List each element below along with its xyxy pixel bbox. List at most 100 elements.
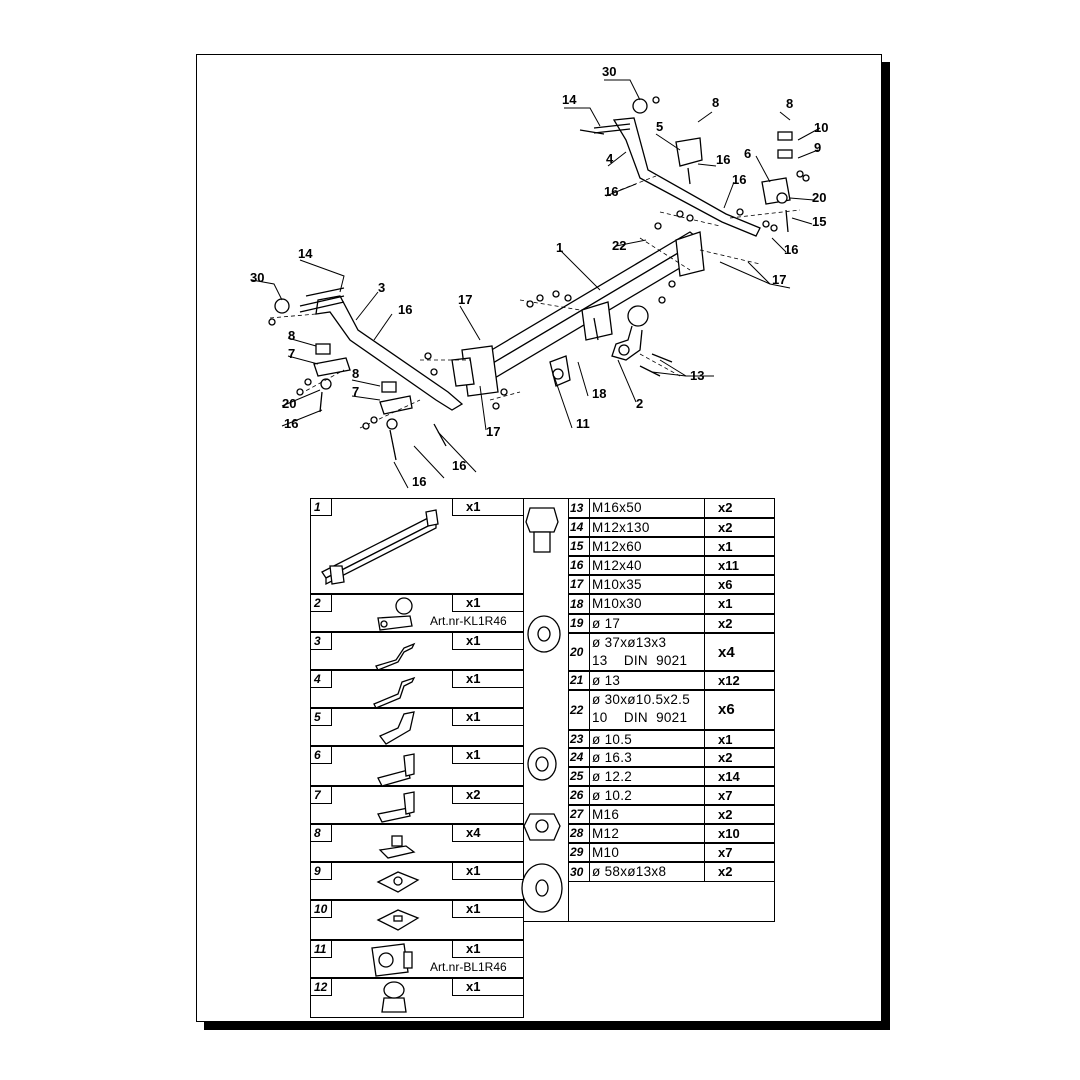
right-row-quantity: x2 (718, 750, 733, 765)
right-row-number: 14 (570, 520, 584, 534)
callout-13: 13 (690, 368, 704, 383)
right-row-qty-box (704, 575, 775, 594)
right-row-number: 29 (570, 845, 584, 859)
right-row-qty-box (704, 843, 775, 862)
hardware-bits (268, 96, 810, 461)
left-row-number-box (310, 746, 332, 764)
right-row-quantity: x2 (718, 520, 733, 535)
right-row-quantity: x6 (718, 701, 735, 718)
right-row-qty-box (704, 862, 775, 882)
right-row-description: M12x60 (592, 539, 642, 554)
left-row-qty-box (452, 594, 524, 612)
callout-labels: 30 14 8 5 4 16 16 8 10 9 6 20 15 16 16 2… (250, 64, 828, 489)
callout-7-left-a: 7 (288, 346, 295, 361)
left-row-number-box (310, 900, 332, 918)
right-row-description: M16 (592, 807, 620, 822)
right-row-quantity: x4 (718, 644, 735, 661)
left-row-number: 5 (314, 710, 321, 724)
right-row-quantity: x2 (718, 500, 733, 515)
right-row-number: 27 (570, 807, 584, 821)
right-row-description: ø 58xø13x8 (592, 864, 667, 879)
right-row-description: ø 37xø13x3 13 DIN 9021 (592, 635, 688, 668)
left-row-qty-box (452, 978, 524, 996)
left-row-quantity: x1 (466, 901, 481, 916)
right-row-number: 26 (570, 788, 584, 802)
right-row-number: 17 (570, 577, 584, 591)
callout-4: 4 (606, 151, 614, 166)
right-row-number: 15 (570, 539, 584, 553)
left-row-quantity: x1 (466, 747, 481, 762)
callout-1: 1 (556, 240, 563, 255)
left-row-quantity: x1 (466, 979, 481, 994)
left-row-number-box (310, 498, 332, 516)
right-row-description: ø 10.2 (592, 788, 633, 803)
left-row-number: 2 (314, 596, 321, 610)
callout-8-left-a: 8 (288, 328, 295, 343)
callout-8-right-a: 8 (712, 95, 719, 110)
left-row-number: 11 (314, 942, 327, 956)
callout-10: 10 (814, 120, 828, 135)
assembly-lines (269, 175, 801, 429)
left-row-quantity: x1 (466, 595, 481, 610)
right-row-qty-box (704, 805, 775, 824)
right-row-quantity: x7 (718, 788, 733, 803)
left-row-qty-box (452, 824, 524, 842)
callout-8-left-b: 8 (352, 366, 359, 381)
left-side-brackets (274, 295, 464, 430)
right-row-quantity: x14 (718, 769, 740, 784)
right-row-quantity: x2 (718, 864, 733, 879)
left-row-quantity: x1 (466, 671, 481, 686)
right-table-footer (568, 881, 775, 922)
callout-17-right: 17 (772, 272, 786, 287)
callout-30-left: 30 (250, 270, 264, 285)
right-row-quantity: x10 (718, 826, 740, 841)
left-row-qty-box (452, 900, 524, 918)
right-row-qty-box (704, 786, 775, 805)
left-row-number: 10 (314, 902, 328, 916)
right-row-quantity: x1 (718, 596, 733, 611)
left-row-number: 1 (314, 500, 321, 514)
left-row-number: 3 (314, 634, 321, 648)
left-row-number-box (310, 824, 332, 842)
callout-30-right: 30 (602, 64, 616, 79)
right-row-number: 18 (570, 596, 584, 611)
left-row-qty-box (452, 670, 524, 688)
right-row-number: 24 (570, 750, 584, 764)
callout-8-right-b: 8 (786, 96, 793, 111)
callout-16-left-c: 16 (452, 458, 466, 473)
left-row-number-box (310, 978, 332, 996)
left-row-quantity: x1 (466, 499, 481, 514)
left-row-qty-box (452, 940, 524, 958)
right-row-description: ø 30xø10.5x2.5 10 DIN 9021 (592, 692, 691, 725)
right-row-number: 25 (570, 769, 584, 783)
right-row-qty-box (704, 671, 775, 690)
callout-17-left-top: 17 (458, 292, 472, 307)
left-row-number-box (310, 632, 332, 650)
right-row-number: 22 (570, 702, 584, 717)
right-row-description-box (589, 690, 705, 730)
callout-6: 6 (744, 146, 751, 161)
right-row-number: 23 (570, 731, 584, 746)
left-row-number: 9 (314, 864, 321, 878)
callout-14-right: 14 (562, 92, 577, 107)
left-row-qty-box (452, 862, 524, 880)
right-row-description: M12x40 (592, 558, 642, 573)
callout-17-left-bottom: 17 (486, 424, 500, 439)
right-row-description: M12x130 (592, 520, 650, 535)
right-row-description: M10x30 (592, 596, 642, 611)
callout-16-right-d: 16 (784, 242, 798, 257)
right-row-qty-box (704, 594, 775, 614)
right-row-number: 16 (570, 558, 584, 572)
callout-16-left-b: 16 (284, 416, 298, 431)
left-row-qty-box (452, 786, 524, 804)
callout-2: 2 (636, 396, 643, 411)
left-row-quantity: x1 (466, 633, 481, 648)
callout-11: 11 (576, 416, 590, 431)
callout-7-left-b: 7 (352, 384, 359, 399)
callout-16-left-d: 16 (412, 474, 426, 489)
right-row-quantity: x2 (718, 807, 733, 822)
callout-18: 18 (592, 386, 606, 401)
right-row-quantity: x11 (718, 558, 739, 573)
callout-15: 15 (812, 214, 826, 229)
right-row-qty-box (704, 633, 775, 671)
